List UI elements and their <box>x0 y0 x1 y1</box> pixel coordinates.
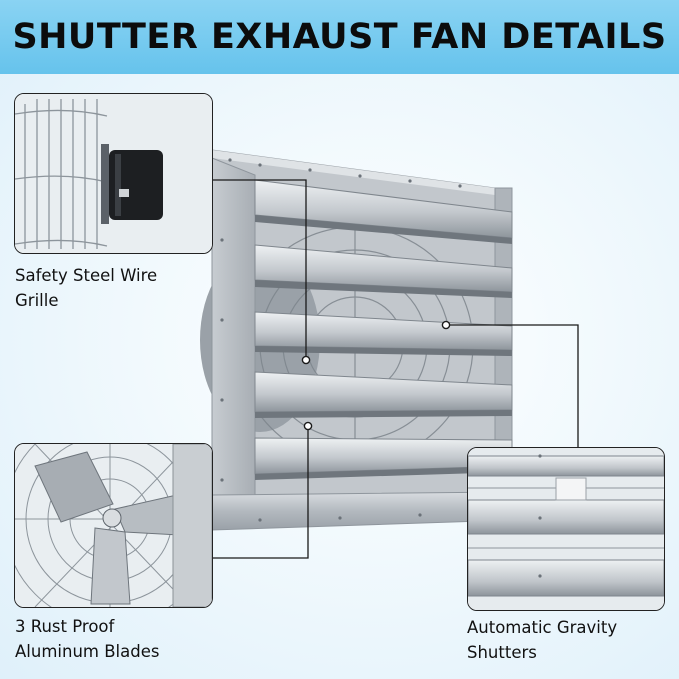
grille-caption: Safety Steel Wire Grille <box>15 266 158 310</box>
grille-closeup-callout <box>14 93 213 254</box>
mounting-holes <box>220 158 492 522</box>
shutter-slat <box>254 371 513 418</box>
blades-closeup-icon <box>15 444 212 607</box>
shutters-closeup-callout <box>467 447 665 611</box>
shutters-caption: Automatic Gravity Shutters <box>467 618 618 662</box>
title-banner: SHUTTER EXHAUST FAN DETAILS <box>0 0 679 74</box>
leader-line-grille <box>212 179 307 360</box>
leader-line-blades <box>212 426 309 559</box>
leader-dots <box>301 320 451 431</box>
shutter-slat <box>254 179 513 244</box>
shutters-closeup-icon <box>468 448 664 610</box>
leader-lines <box>212 179 579 559</box>
page-title: SHUTTER EXHAUST FAN DETAILS <box>12 17 667 57</box>
shutter-slat <box>254 311 513 356</box>
blades-closeup-callout <box>14 443 213 608</box>
leader-line-shutters <box>446 324 579 448</box>
grille-closeup-icon <box>15 94 212 253</box>
shutter-slats <box>254 179 513 480</box>
shutter-slat <box>254 244 513 298</box>
blades-caption: 3 Rust Proof Aluminum Blades <box>15 617 160 661</box>
